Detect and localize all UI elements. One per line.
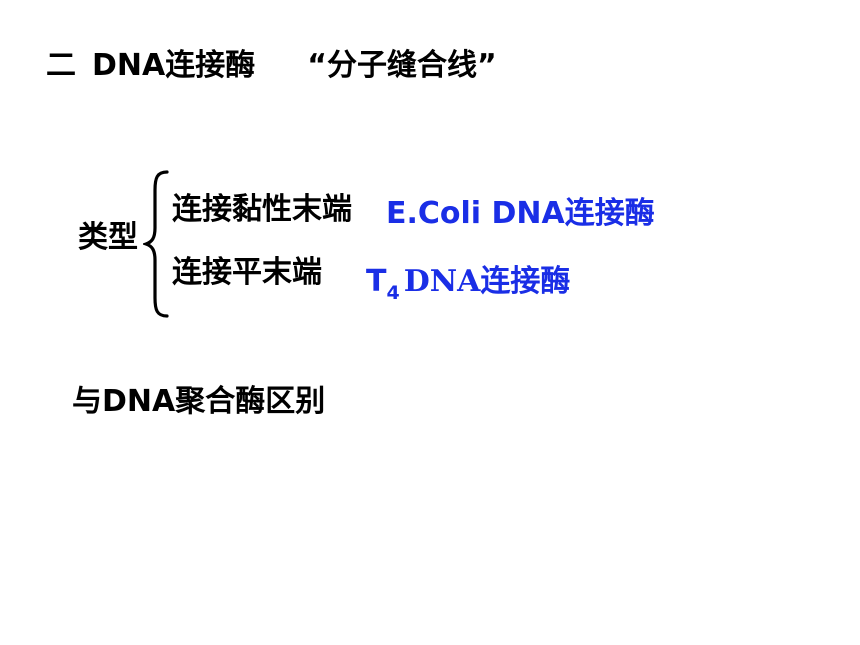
section-heading: 二 DNA连接酶 “分子缝合线” bbox=[46, 46, 497, 86]
type-item-sticky-ends: 连接黏性末端 bbox=[172, 192, 352, 227]
enzyme-t4-subscript: 4 bbox=[386, 282, 400, 304]
enzyme-ecoli-ligase-label: E.Coli DNA连接酶 bbox=[386, 196, 655, 231]
types-label: 类型 bbox=[78, 220, 138, 255]
section-nickname: “分子缝合线” bbox=[307, 48, 497, 83]
enzyme-t4-prefix: T bbox=[366, 264, 387, 299]
section-title: DNA连接酶 bbox=[92, 48, 256, 83]
enzyme-ecoli-ligase: E.Coli DNA连接酶 bbox=[386, 194, 655, 234]
enzyme-t4-rest: DNA连接酶 bbox=[403, 264, 571, 299]
difference-label: 与DNA聚合酶区别 bbox=[72, 384, 326, 419]
type-item-blunt-ends: 连接平末端 bbox=[172, 255, 322, 290]
section-number: 二 bbox=[46, 48, 76, 83]
left-brace-icon bbox=[143, 170, 169, 318]
